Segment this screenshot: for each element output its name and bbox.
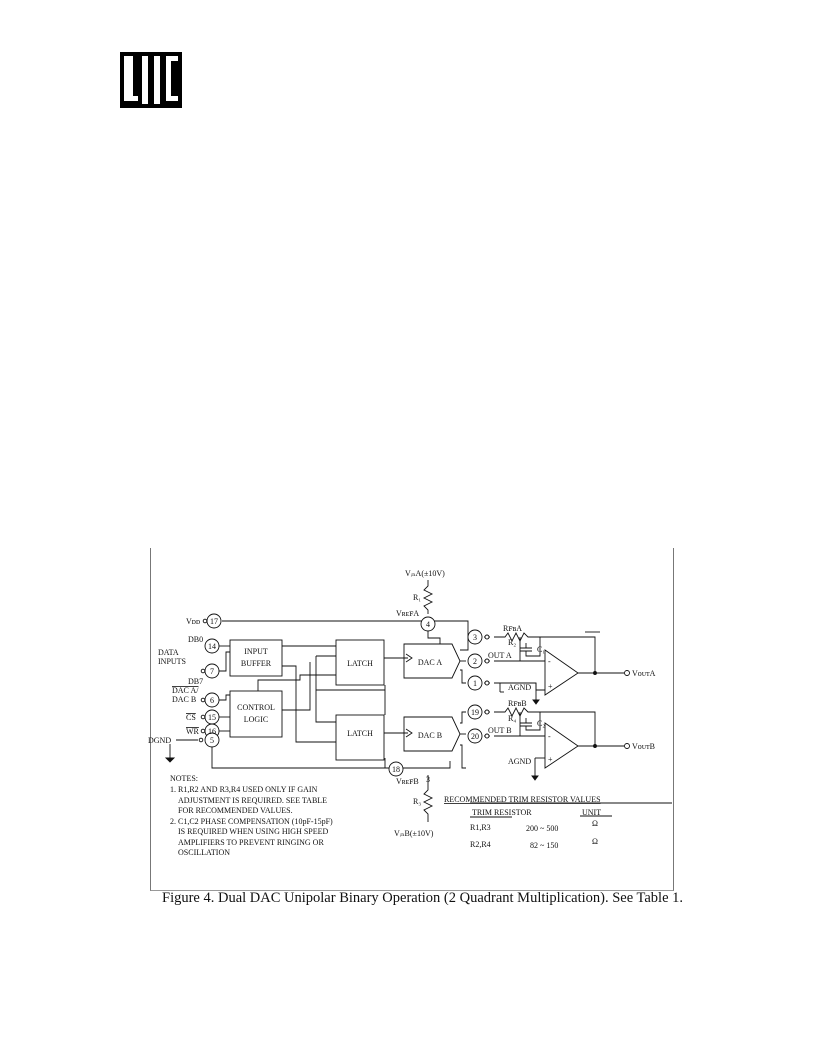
table-col-unit: UNIT: [582, 808, 601, 817]
label-r2: R₂: [508, 638, 516, 647]
note-line: FOR RECOMMENDED VALUES.: [178, 806, 293, 815]
label-r3: R₃: [413, 797, 421, 806]
table-row-2-unit: Ω: [592, 837, 598, 846]
pin-2: 2: [473, 657, 477, 666]
r1-resistor: [422, 580, 434, 614]
dac-a-block: [403, 643, 461, 679]
label-vin-a: VᵢₙA(±10V): [405, 569, 445, 578]
input-buffer-line2: BUFFER: [241, 659, 272, 668]
control-logic-line1: CONTROL: [237, 703, 275, 712]
pin-17: 17: [210, 617, 218, 626]
latch-b-label: LATCH: [347, 729, 373, 738]
pin-3-vrefb: 3: [426, 775, 430, 784]
table-row-2-resistor: R2,R4: [470, 840, 491, 849]
label-c2: C₂: [537, 719, 545, 728]
label-cs: CS: [186, 713, 196, 722]
table-row-1-value: 200 ~ 500: [526, 824, 558, 833]
label-out-b: OUT B: [488, 726, 512, 735]
opamp-b-plus: +: [548, 755, 553, 764]
table-row-2-value: 82 ~ 150: [530, 841, 558, 850]
label-vin-b: VᵢₙB(±10V): [394, 829, 434, 838]
label-vout-a: VᴏᴜᴛA: [632, 669, 656, 678]
trim-resistor-table: RECOMMENDED TRIM RESISTOR VALUES TRIM RE…: [444, 795, 601, 850]
pin-15: 15: [208, 713, 216, 722]
label-rfb-a: RꜰʙA: [503, 624, 522, 633]
label-out-a: OUT A: [488, 651, 512, 660]
pin-5: 5: [210, 736, 214, 745]
label-data-1: DATA: [158, 648, 179, 657]
label-vout-b: VᴏᴜᴛB: [632, 742, 655, 751]
note-line: 2. C1,C2 PHASE COMPENSATION (10pF-15pF): [170, 817, 333, 826]
dac-b-block: [403, 716, 461, 752]
opamp-b: [544, 722, 579, 769]
figure-caption: Figure 4. Dual DAC Unipolar Binary Opera…: [162, 890, 684, 906]
pin-3: 3: [473, 633, 477, 642]
pin-19: 19: [471, 708, 479, 717]
table-row-1-resistor: R1,R3: [470, 823, 491, 832]
figure-frame: [150, 548, 674, 891]
control-logic-block: [229, 690, 283, 738]
dual-dac-schematic: 17 14 7 6 15 16 5 4 3 2 1 19 20 18 3 Vᵢₙ…: [148, 569, 672, 857]
notes: NOTES: 1. R1,R2 AND R3,R4 USED ONLY IF G…: [170, 774, 333, 857]
label-wr: WR: [186, 727, 200, 736]
pin-4: 4: [426, 620, 430, 629]
label-r1: R₁: [413, 593, 421, 602]
label-data-2: INPUTS: [158, 657, 186, 666]
label-c1: C₁: [537, 645, 545, 654]
label-db7: DB7: [188, 677, 203, 686]
dac-a-label: DAC A: [418, 658, 442, 667]
pin-6: 6: [210, 696, 214, 705]
pin-18: 18: [392, 765, 400, 774]
input-buffer-line1: INPUT: [244, 647, 268, 656]
input-buffer-block: [229, 639, 283, 677]
note-line: IS REQUIRED WHEN USING HIGH SPEED: [178, 827, 329, 836]
note-line: 1. R1,R2 AND R3,R4 USED ONLY IF GAIN: [170, 785, 318, 794]
table-col-resistor: TRIM RESISTOR: [472, 808, 532, 817]
label-r4: R₄: [508, 714, 516, 723]
pin-1: 1: [473, 679, 477, 688]
latch-a-label: LATCH: [347, 659, 373, 668]
table-title: RECOMMENDED TRIM RESISTOR VALUES: [444, 795, 601, 804]
label-agnd-b: AGND: [508, 757, 531, 766]
latch-a-block: [335, 639, 385, 686]
opamp-a-minus: -: [548, 657, 551, 666]
table-row-1-unit: Ω: [592, 819, 598, 828]
opamp-a: [544, 649, 579, 696]
label-db0: DB0: [188, 635, 203, 644]
note-line: AMPLIFIERS TO PREVENT RINGING OR: [178, 838, 324, 847]
opamp-a-plus: +: [548, 682, 553, 691]
label-vref-a: VʀᴇꜰA: [396, 609, 419, 618]
pin-14: 14: [208, 642, 216, 651]
label-rfb-b: RꜰʙB: [508, 699, 527, 708]
control-logic-line2: LOGIC: [244, 715, 268, 724]
note-line: OSCILLATION: [178, 848, 230, 857]
opamp-b-minus: -: [548, 732, 551, 741]
pin-7: 7: [210, 667, 214, 676]
notes-title: NOTES:: [170, 774, 198, 783]
label-agnd-a: AGND: [508, 683, 531, 692]
note-line: ADJUSTMENT IS REQUIRED. SEE TABLE: [178, 796, 327, 805]
label-vdd: Vᴅᴅ: [186, 617, 200, 626]
pin-20: 20: [471, 732, 479, 741]
latch-b-block: [335, 714, 385, 761]
label-dac-ab-1: DAC A/: [172, 686, 199, 695]
label-vref-b: VʀᴇꜰB: [396, 777, 419, 786]
label-dac-ab-2: DAC B: [172, 695, 196, 704]
company-logo: [120, 52, 182, 108]
dac-b-label: DAC B: [418, 731, 442, 740]
label-dgnd: DGND: [148, 736, 171, 745]
pin-16: 16: [208, 727, 216, 736]
